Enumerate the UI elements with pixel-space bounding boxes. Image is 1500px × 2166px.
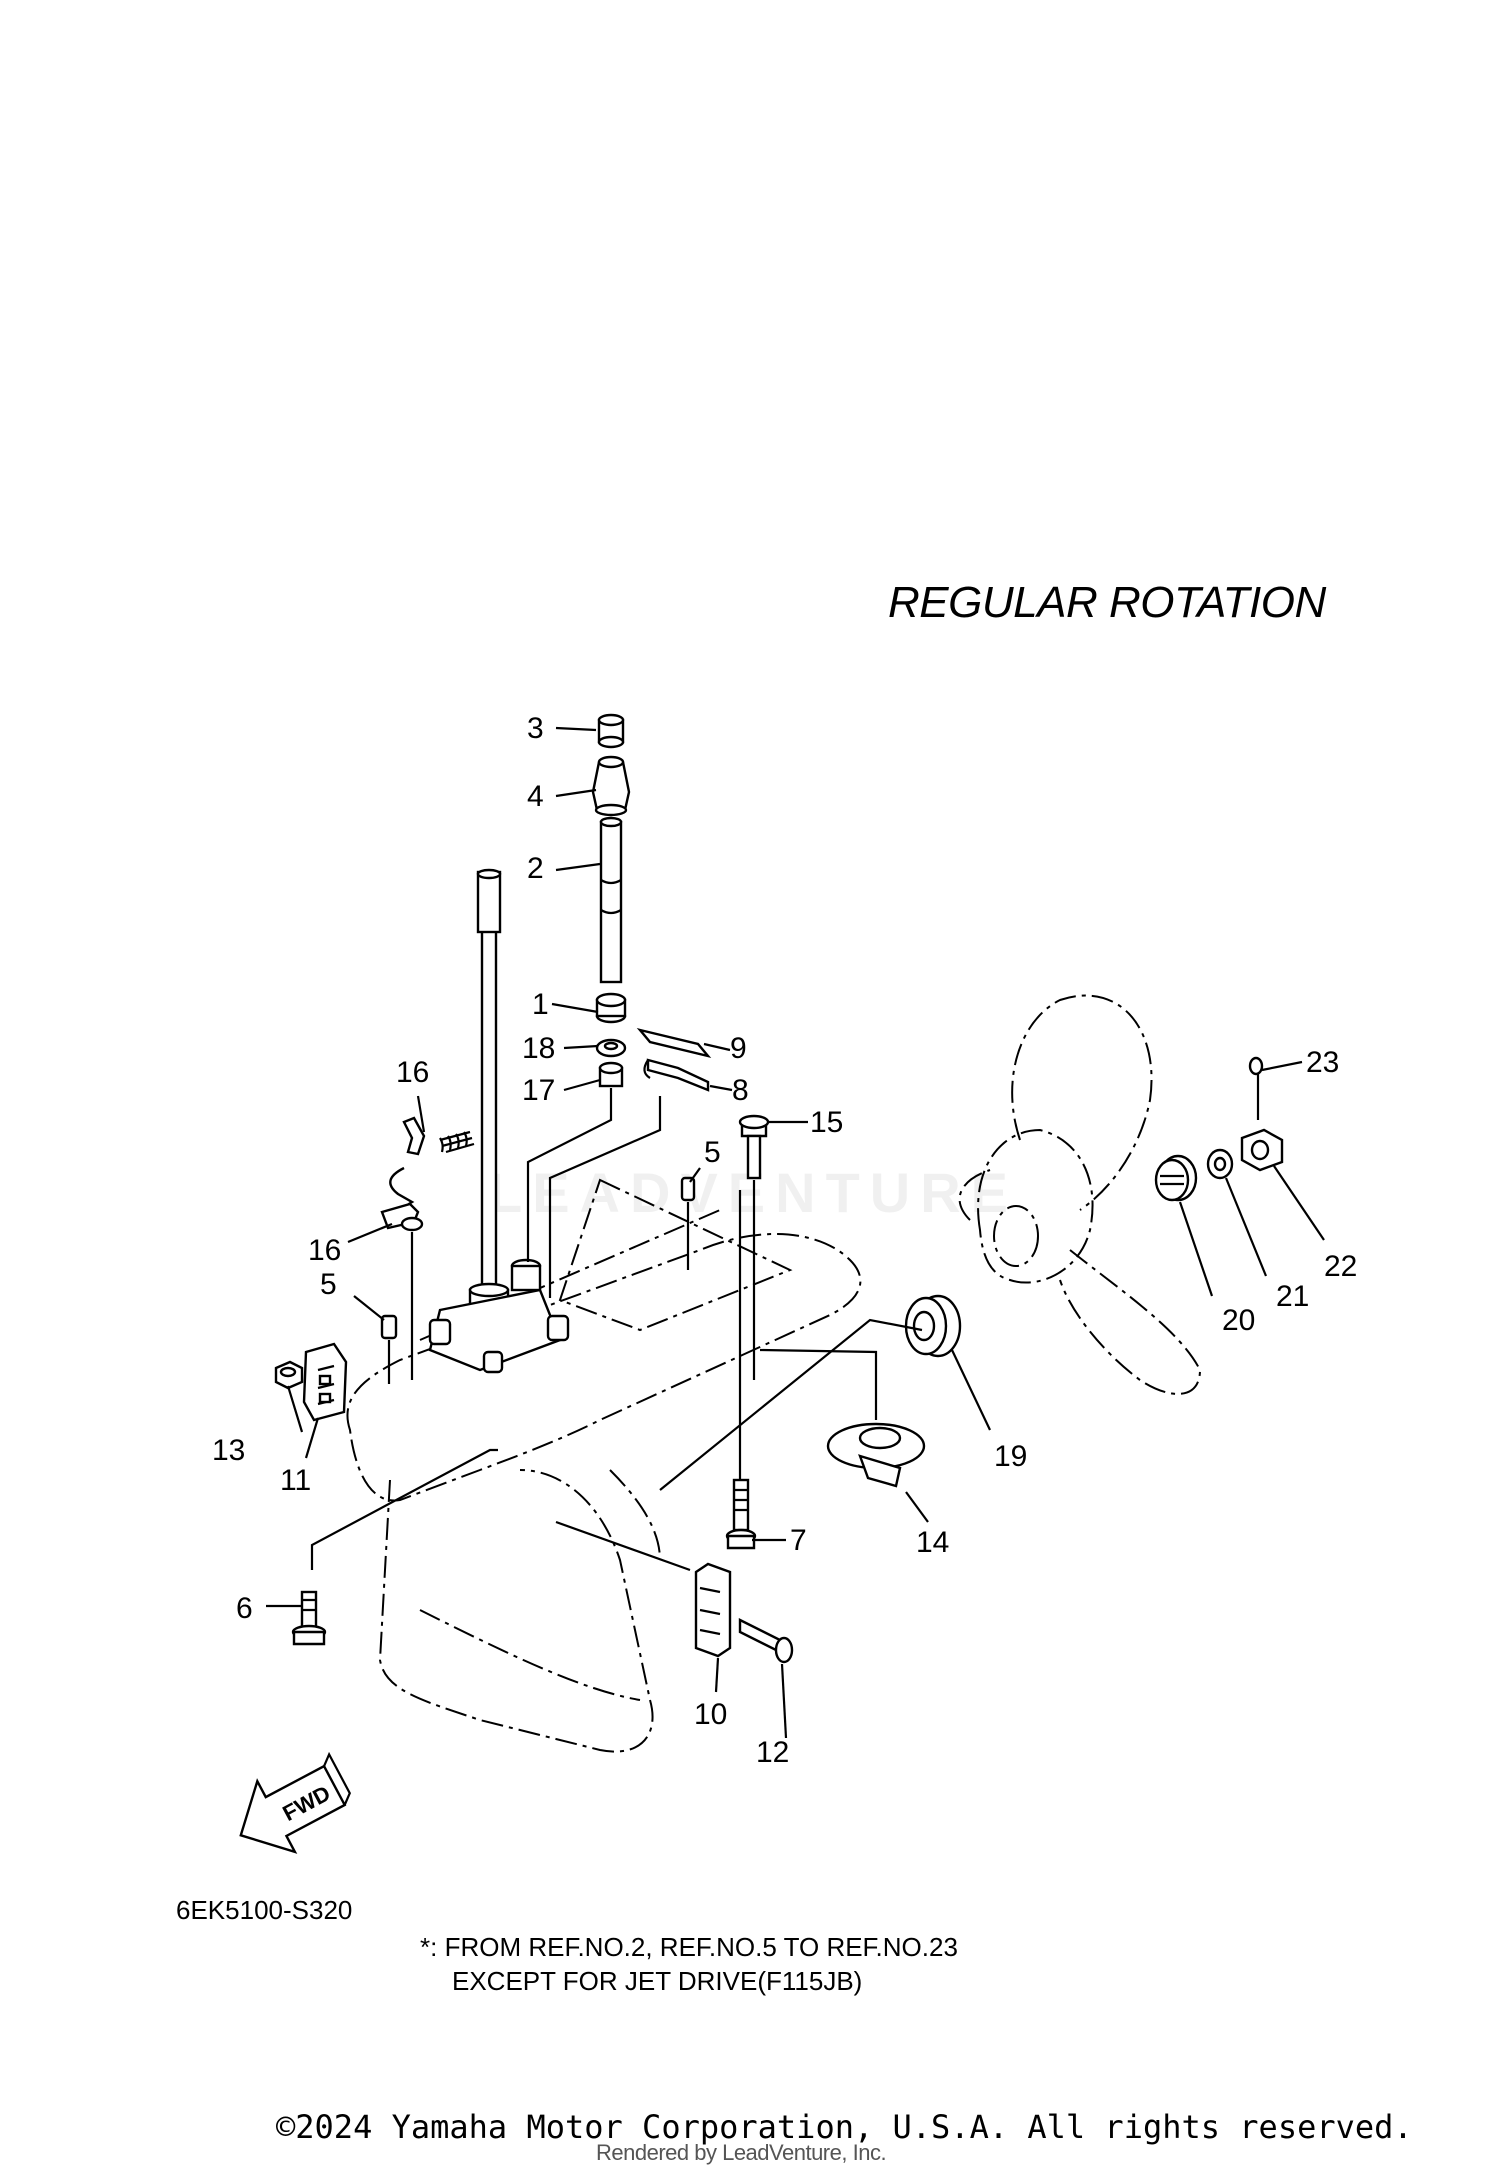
lower-unit-housing	[346, 1178, 862, 1753]
callout-11: 11	[280, 1464, 311, 1497]
part-8-seal	[643, 1058, 710, 1092]
callout-18: 18	[522, 1032, 555, 1065]
footnote-line-1: *: FROM REF.NO.2, REF.NO.5 TO REF.NO.23	[420, 1932, 958, 1962]
callout-14: 14	[916, 1526, 949, 1559]
part-5-dowel-upper	[680, 1176, 696, 1270]
part-17-seal	[598, 1061, 624, 1088]
part-1-grommet	[595, 992, 627, 1024]
part-12-bolt	[738, 1618, 794, 1664]
part-5-dowel-lower	[380, 1314, 398, 1384]
part-11-anode	[302, 1342, 348, 1422]
rendered-by-notice: Rendered by LeadVenture, Inc.	[596, 2140, 887, 2165]
callout-labels: 3 4 2 1 18 17 9 8 15 5 16 16 5 13 11 7 1…	[212, 712, 1357, 1769]
callout-22: 22	[1324, 1250, 1357, 1283]
callout-13: 13	[212, 1434, 245, 1467]
callout-7: 7	[790, 1524, 807, 1557]
callout-19: 19	[994, 1440, 1027, 1473]
callout-6: 6	[236, 1592, 253, 1625]
part-3-grommet	[597, 713, 625, 749]
part-13-nut	[274, 1360, 304, 1390]
diagram-code: 6EK5100-S320	[176, 1895, 353, 1925]
part-2-water-tube	[599, 816, 623, 984]
callout-5-upper: 5	[704, 1136, 721, 1169]
part-19-spacer	[659, 1294, 962, 1491]
part-15-bolt	[738, 1114, 770, 1380]
callout-10: 10	[694, 1698, 727, 1731]
part-9-seal	[636, 1027, 712, 1059]
part-16-clamp-upper	[402, 1116, 475, 1156]
callout-15: 15	[810, 1106, 843, 1139]
drive-shaft	[468, 868, 510, 1314]
footnote-line-2: EXCEPT FOR JET DRIVE(F115JB)	[452, 1966, 863, 1996]
part-6-bolt	[291, 1448, 498, 1646]
callout-12: 12	[756, 1736, 789, 1769]
callout-23: 23	[1306, 1046, 1339, 1079]
pump-housing	[428, 1258, 570, 1374]
callout-16-lower: 16	[308, 1234, 341, 1267]
part-20-spacer	[1154, 1154, 1198, 1202]
part-23-cotter-pin	[1248, 1056, 1264, 1120]
copyright-notice: ©2024 Yamaha Motor Corporation, U.S.A. A…	[276, 2108, 1413, 2146]
callout-1: 1	[532, 988, 549, 1021]
callout-5-lower: 5	[320, 1268, 337, 1301]
part-22-nut	[1240, 1128, 1284, 1172]
callout-9: 9	[730, 1032, 747, 1065]
forward-arrow-icon: FWD	[239, 1751, 351, 1854]
part-10-anode	[555, 1520, 732, 1658]
callout-4: 4	[527, 780, 544, 813]
callout-leaders	[266, 726, 1325, 1739]
callout-8: 8	[732, 1074, 749, 1107]
part-14-anode	[759, 1348, 926, 1488]
diagram-title: REGULAR ROTATION	[888, 578, 1326, 627]
callout-16-upper: 16	[396, 1056, 429, 1089]
part-21-washer	[1206, 1148, 1234, 1180]
callout-20: 20	[1222, 1304, 1255, 1337]
part-7-bolt	[725, 1190, 757, 1550]
callout-17: 17	[522, 1074, 555, 1107]
callout-3: 3	[527, 712, 544, 745]
callout-21: 21	[1276, 1280, 1309, 1313]
footnote: *: FROM REF.NO.2, REF.NO.5 TO REF.NO.23 …	[420, 1930, 958, 1998]
part-16-clamp-lower	[380, 1202, 424, 1380]
part-4-seal	[591, 755, 631, 817]
part-18-seal	[595, 1038, 627, 1058]
callout-2: 2	[527, 852, 544, 885]
propeller	[958, 994, 1202, 1395]
